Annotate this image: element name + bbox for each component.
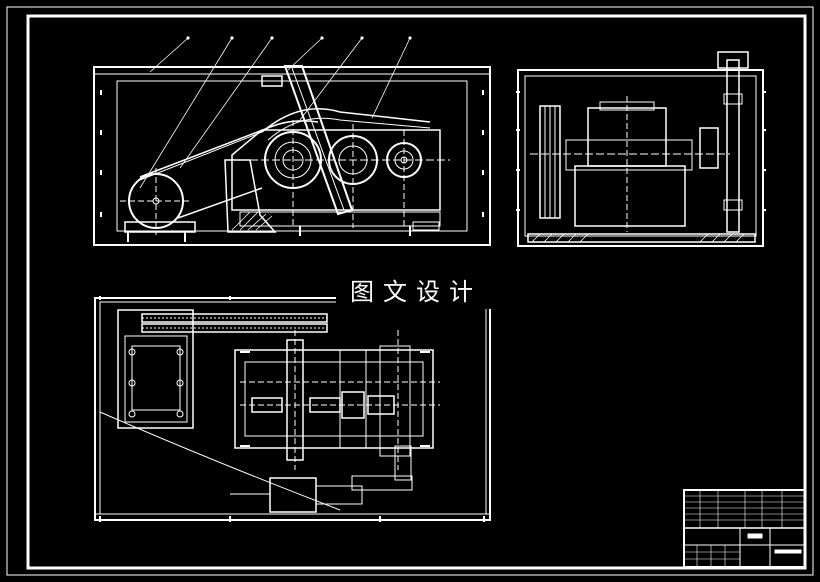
outer-border [6,6,814,576]
watermark-text: 图文设计 [336,275,496,309]
front-view [93,36,491,246]
title-block [683,489,806,568]
inner-border [26,14,807,570]
side-view [516,51,766,247]
top-view [94,296,491,522]
